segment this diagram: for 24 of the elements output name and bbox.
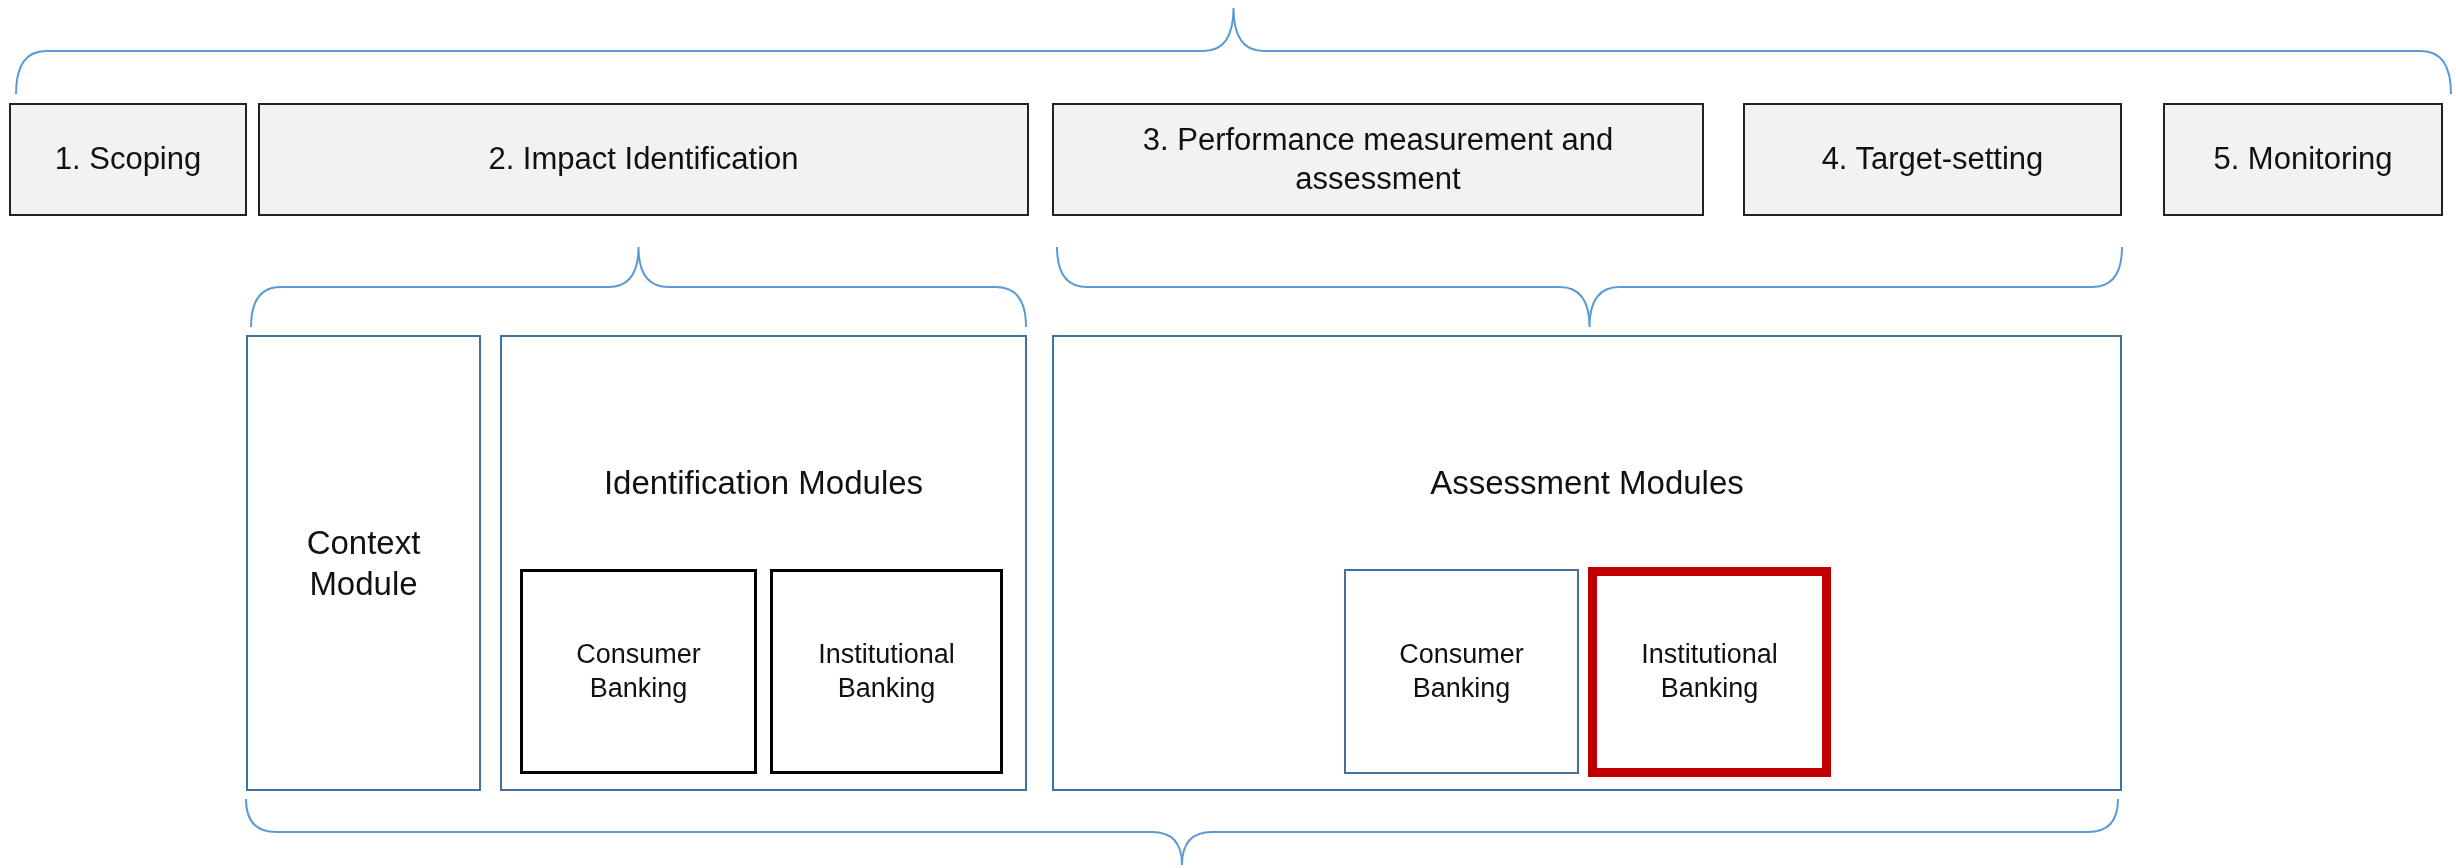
box-label: 3. Performance measurement and assessment bbox=[1141, 120, 1615, 198]
step-box bbox=[258, 103, 1029, 216]
box-label: 2. Impact Identification bbox=[487, 140, 800, 179]
module-box bbox=[1588, 567, 1831, 777]
step-box bbox=[2163, 103, 2443, 216]
box-label: 4. Target-setting bbox=[1820, 140, 2045, 179]
box-label: Institutional Banking bbox=[1640, 638, 1779, 705]
module-box bbox=[520, 569, 757, 774]
module-box bbox=[770, 569, 1003, 774]
box-label: 1. Scoping bbox=[53, 140, 203, 179]
box-label: Consumer Banking bbox=[1398, 637, 1525, 705]
box-label: 5. Monitoring bbox=[2212, 140, 2394, 179]
step-box bbox=[1052, 103, 1704, 216]
group-heading: Identification Modules bbox=[602, 463, 925, 503]
step-box bbox=[9, 103, 247, 216]
step-box bbox=[1743, 103, 2122, 216]
module-box bbox=[246, 335, 481, 791]
group-heading: Assessment Modules bbox=[1429, 463, 1745, 503]
box-label: Institutional Banking bbox=[817, 637, 956, 705]
box-label: Consumer Banking bbox=[575, 637, 702, 705]
box-label: Context Module bbox=[305, 522, 422, 604]
module-group-box bbox=[500, 335, 1027, 791]
module-group-box bbox=[1052, 335, 2122, 791]
module-box bbox=[1344, 569, 1579, 774]
